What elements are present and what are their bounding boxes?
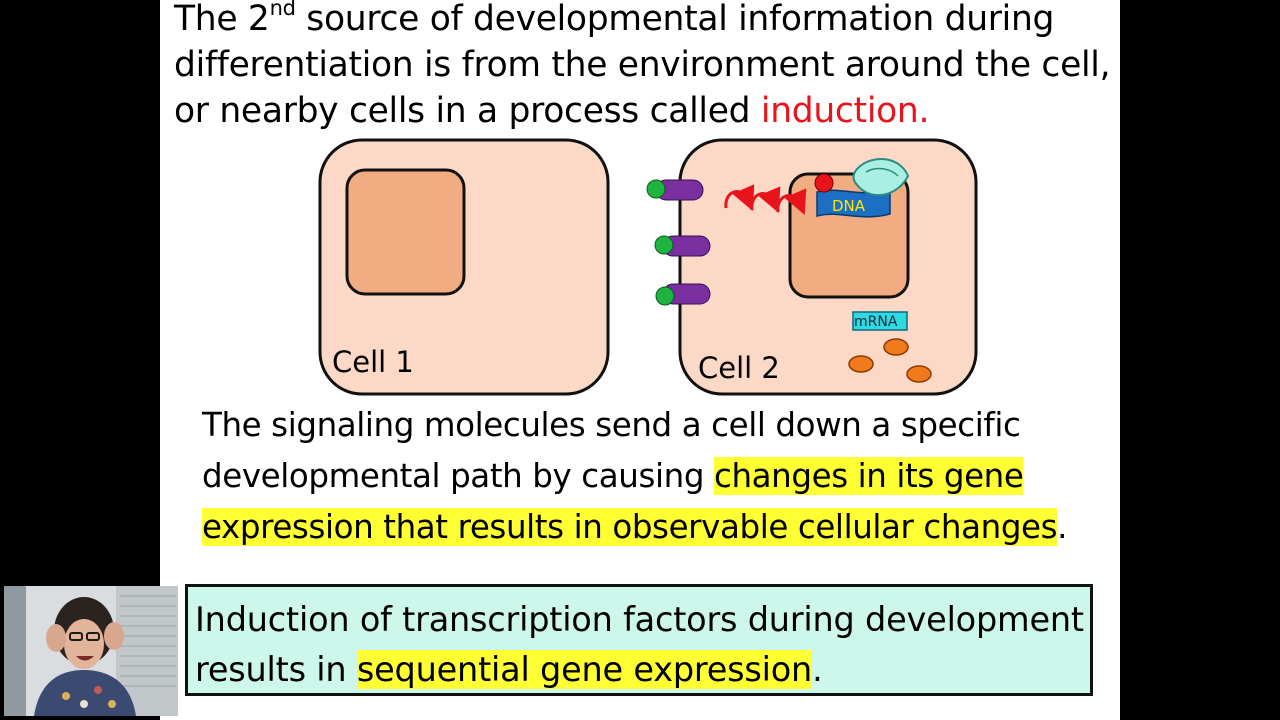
- cell-1-nucleus: [345, 168, 466, 296]
- ligand-1: [646, 179, 666, 199]
- dna-label: DNA: [832, 197, 866, 215]
- receptor-1: [646, 179, 704, 201]
- ligand-3: [655, 286, 675, 306]
- slide-title: The 2nd source of developmental informat…: [174, 0, 1111, 131]
- ligand-2: [654, 235, 674, 255]
- signal-cascade-arrows: [724, 184, 807, 216]
- protein-2: [848, 355, 874, 373]
- protein-1: [883, 338, 909, 356]
- summary-box: Induction of transcription factors durin…: [185, 584, 1093, 696]
- cell-1-label: Cell 1: [332, 345, 414, 379]
- summary-text: Induction of transcription factors durin…: [195, 600, 1084, 689]
- protein-3: [906, 365, 932, 383]
- sequential-expression-highlight: sequential gene expression: [356, 650, 813, 689]
- receptor-2: [654, 235, 711, 257]
- receptor-3: [655, 283, 711, 306]
- cell-diagram: Cell 1 Cell 2 DNA mR: [318, 138, 978, 396]
- induction-keyword: induction.: [760, 91, 930, 131]
- slide: The 2nd source of developmental informat…: [160, 0, 1120, 720]
- presenter-video-icon: [4, 586, 178, 716]
- transcription-factor-red: [814, 173, 834, 193]
- cell-2-label: Cell 2: [698, 351, 780, 385]
- mrna-molecule: [852, 311, 908, 331]
- transcription-factor-teal: [852, 157, 910, 196]
- dna-strand: [816, 189, 891, 218]
- signaling-explanation: The signaling molecules send a cell down…: [202, 406, 1068, 546]
- webcam-feed: [4, 586, 178, 716]
- mrna-label: mRNA: [854, 314, 898, 330]
